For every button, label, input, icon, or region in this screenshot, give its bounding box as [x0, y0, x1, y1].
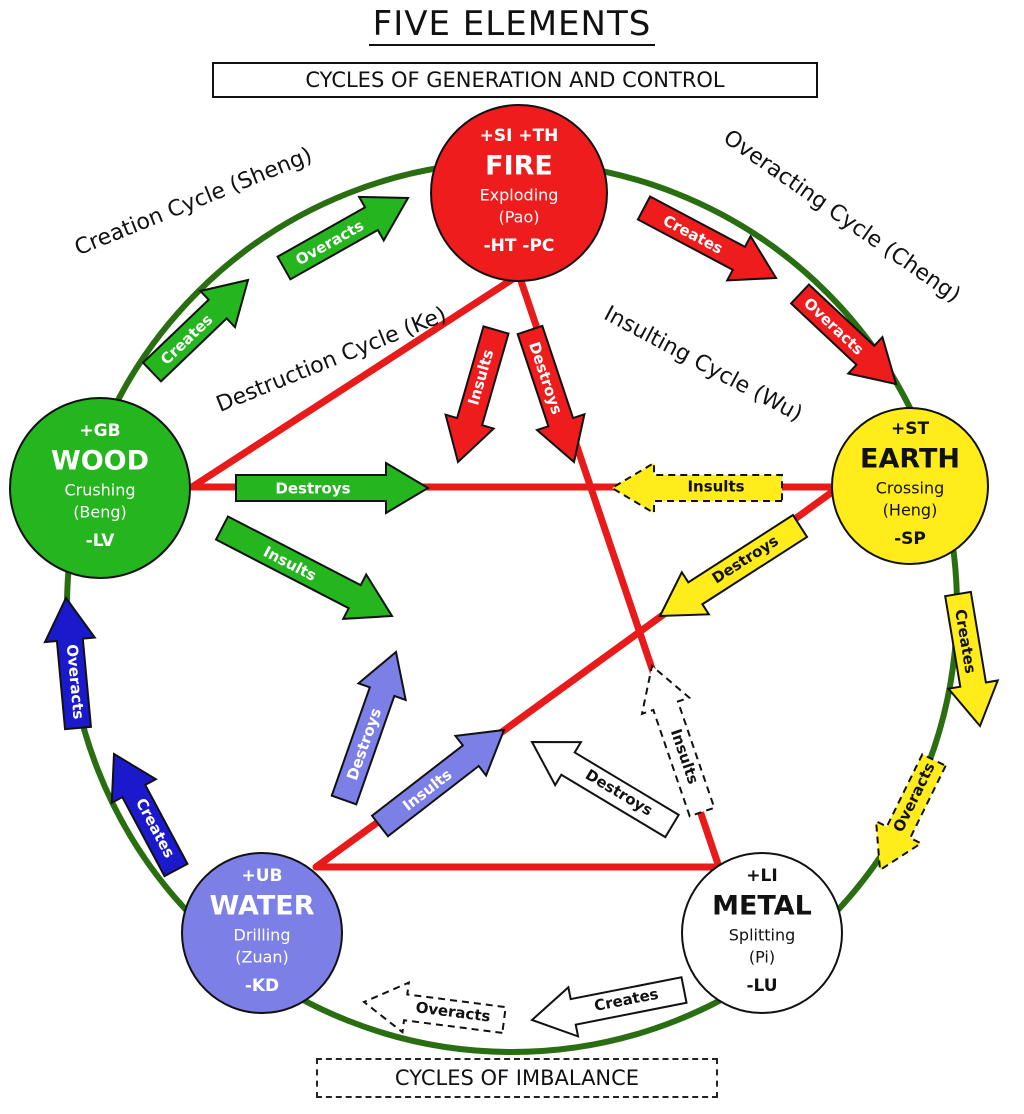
- overacts-arrow-fire-earth-shape: [789, 283, 898, 386]
- destroys-arrow-water: Destroys: [330, 650, 407, 806]
- node-fire-line2: (Pao): [498, 208, 539, 227]
- footer-label: CYCLES OF IMBALANCE: [316, 1058, 718, 1098]
- overacts-arrow-fire-earth: Overacts: [789, 283, 898, 386]
- creates-arrow-metal-water-shape: [530, 976, 688, 1038]
- destroys-arrow-wood: Destroys: [235, 461, 430, 515]
- creates-arrow-water-wood-shape: [110, 752, 189, 878]
- node-metal-name: METAL: [712, 890, 812, 921]
- node-wood-name: WOOD: [51, 445, 149, 476]
- node-wood-bottom: -LV: [86, 531, 116, 551]
- insults-arrow-fire: Insults: [444, 325, 510, 464]
- nodes-layer: +SI +TH FIRE Exploding (Pao) -HT -PC +ST EARTH…: [9, 104, 989, 1014]
- node-metal: +LI METAL Splitting (Pi) -LU: [681, 852, 843, 1014]
- node-wood-line1: Crushing: [64, 481, 135, 500]
- node-metal-line2: (Pi): [749, 948, 775, 967]
- node-earth-line1: Crossing: [876, 479, 945, 498]
- destroys-arrow-wood-label: Destroys: [275, 480, 350, 498]
- node-water-line2: (Zuan): [235, 948, 289, 967]
- node-earth-name: EARTH: [860, 443, 960, 474]
- node-wood-circle: [9, 397, 191, 579]
- insults-arrow-water: Insults: [370, 728, 506, 838]
- node-wood: +GB WOOD Crushing (Beng) -LV: [9, 397, 191, 579]
- node-fire-bottom: -HT -PC: [484, 236, 555, 256]
- destroys-arrow-wood-shape: [235, 461, 430, 515]
- node-water-name: WATER: [209, 890, 314, 921]
- node-wood-top: +GB: [79, 421, 120, 441]
- node-fire-top: +SI +TH: [480, 126, 559, 146]
- node-fire: +SI +TH FIRE Exploding (Pao) -HT -PC: [430, 104, 608, 282]
- destroys-arrow-earth-shape: [658, 513, 809, 618]
- creates-arrow-earth-metal-shape: [944, 590, 1000, 728]
- node-metal-line1: Splitting: [729, 926, 796, 945]
- destroys-arrow-earth: Destroys: [658, 513, 809, 618]
- creates-arrow-metal-water: Creates: [530, 976, 688, 1038]
- node-metal-circle: [681, 852, 843, 1014]
- cycle-label-wu: Insulting Cycle (Wu): [600, 301, 807, 427]
- insults-arrow-metal: Insults: [640, 664, 716, 818]
- node-fire-circle: [430, 104, 608, 282]
- overacts-arrow-earth-metal: Overacts: [874, 752, 948, 872]
- overacts-arrow-metal-water-shape: [362, 980, 507, 1035]
- creates-arrow-wood-fire-shape: [141, 278, 250, 383]
- insults-arrow-earth-label: Insults: [687, 478, 744, 496]
- overacts-arrow-water-wood-shape: [43, 596, 97, 731]
- destroys-arrow-fire: Destroys: [516, 324, 586, 464]
- node-fire-name: FIRE: [485, 150, 553, 181]
- node-earth-bottom: -SP: [894, 529, 926, 549]
- creates-arrow-wood-fire: Creates: [141, 278, 250, 383]
- node-earth: +ST EARTH Crossing (Heng) -SP: [831, 407, 989, 565]
- diagram-subtitle: CYCLES OF GENERATION AND CONTROL: [212, 62, 818, 98]
- node-water-line1: Drilling: [234, 926, 291, 945]
- insults-arrow-water-shape: [370, 728, 506, 838]
- node-wood-line2: (Beng): [73, 503, 127, 522]
- diagram-title: FIVE ELEMENTS: [0, 4, 1024, 46]
- destroys-arrow-metal-shape: [530, 740, 681, 839]
- insults-arrow-wood-shape: [214, 515, 394, 620]
- insults-arrow-metal-shape: [640, 664, 716, 818]
- destroys-arrow-water-shape: [330, 650, 407, 806]
- node-earth-line2: (Heng): [883, 501, 938, 520]
- overacts-arrow-earth-metal-shape: [874, 752, 948, 872]
- overacts-arrow-metal-water: Overacts: [362, 980, 507, 1035]
- creates-arrow-fire-earth-shape: [636, 195, 778, 282]
- node-earth-top: +ST: [891, 419, 929, 439]
- insults-arrow-earth-shape: [610, 461, 783, 515]
- insults-arrow-wood: Insults: [214, 515, 394, 620]
- node-fire-line1: Exploding: [480, 186, 559, 205]
- node-water-circle: [181, 852, 343, 1014]
- destroys-arrow-fire-shape: [516, 324, 586, 464]
- node-earth-circle: [831, 407, 989, 565]
- node-water: +UB WATER Drilling (Zuan) -KD: [181, 852, 343, 1014]
- node-water-top: +UB: [241, 866, 282, 886]
- overacts-arrow-water-wood: Overacts: [43, 596, 97, 731]
- cycle-label-sheng: Creation Cycle (Sheng): [71, 143, 316, 261]
- insults-arrow-fire-shape: [444, 325, 510, 464]
- insults-arrow-earth: Insults: [610, 461, 783, 515]
- cycle-label-cheng: Overacting Cycle (Cheng): [719, 125, 965, 308]
- overacts-arrow-wood-fire-shape: [276, 195, 410, 281]
- node-metal-bottom: -LU: [746, 976, 777, 996]
- destroys-arrow-metal: Destroys: [530, 740, 681, 839]
- node-water-bottom: -KD: [245, 976, 279, 996]
- creates-arrow-earth-metal: Creates: [944, 590, 1000, 728]
- node-metal-top: +LI: [746, 866, 777, 886]
